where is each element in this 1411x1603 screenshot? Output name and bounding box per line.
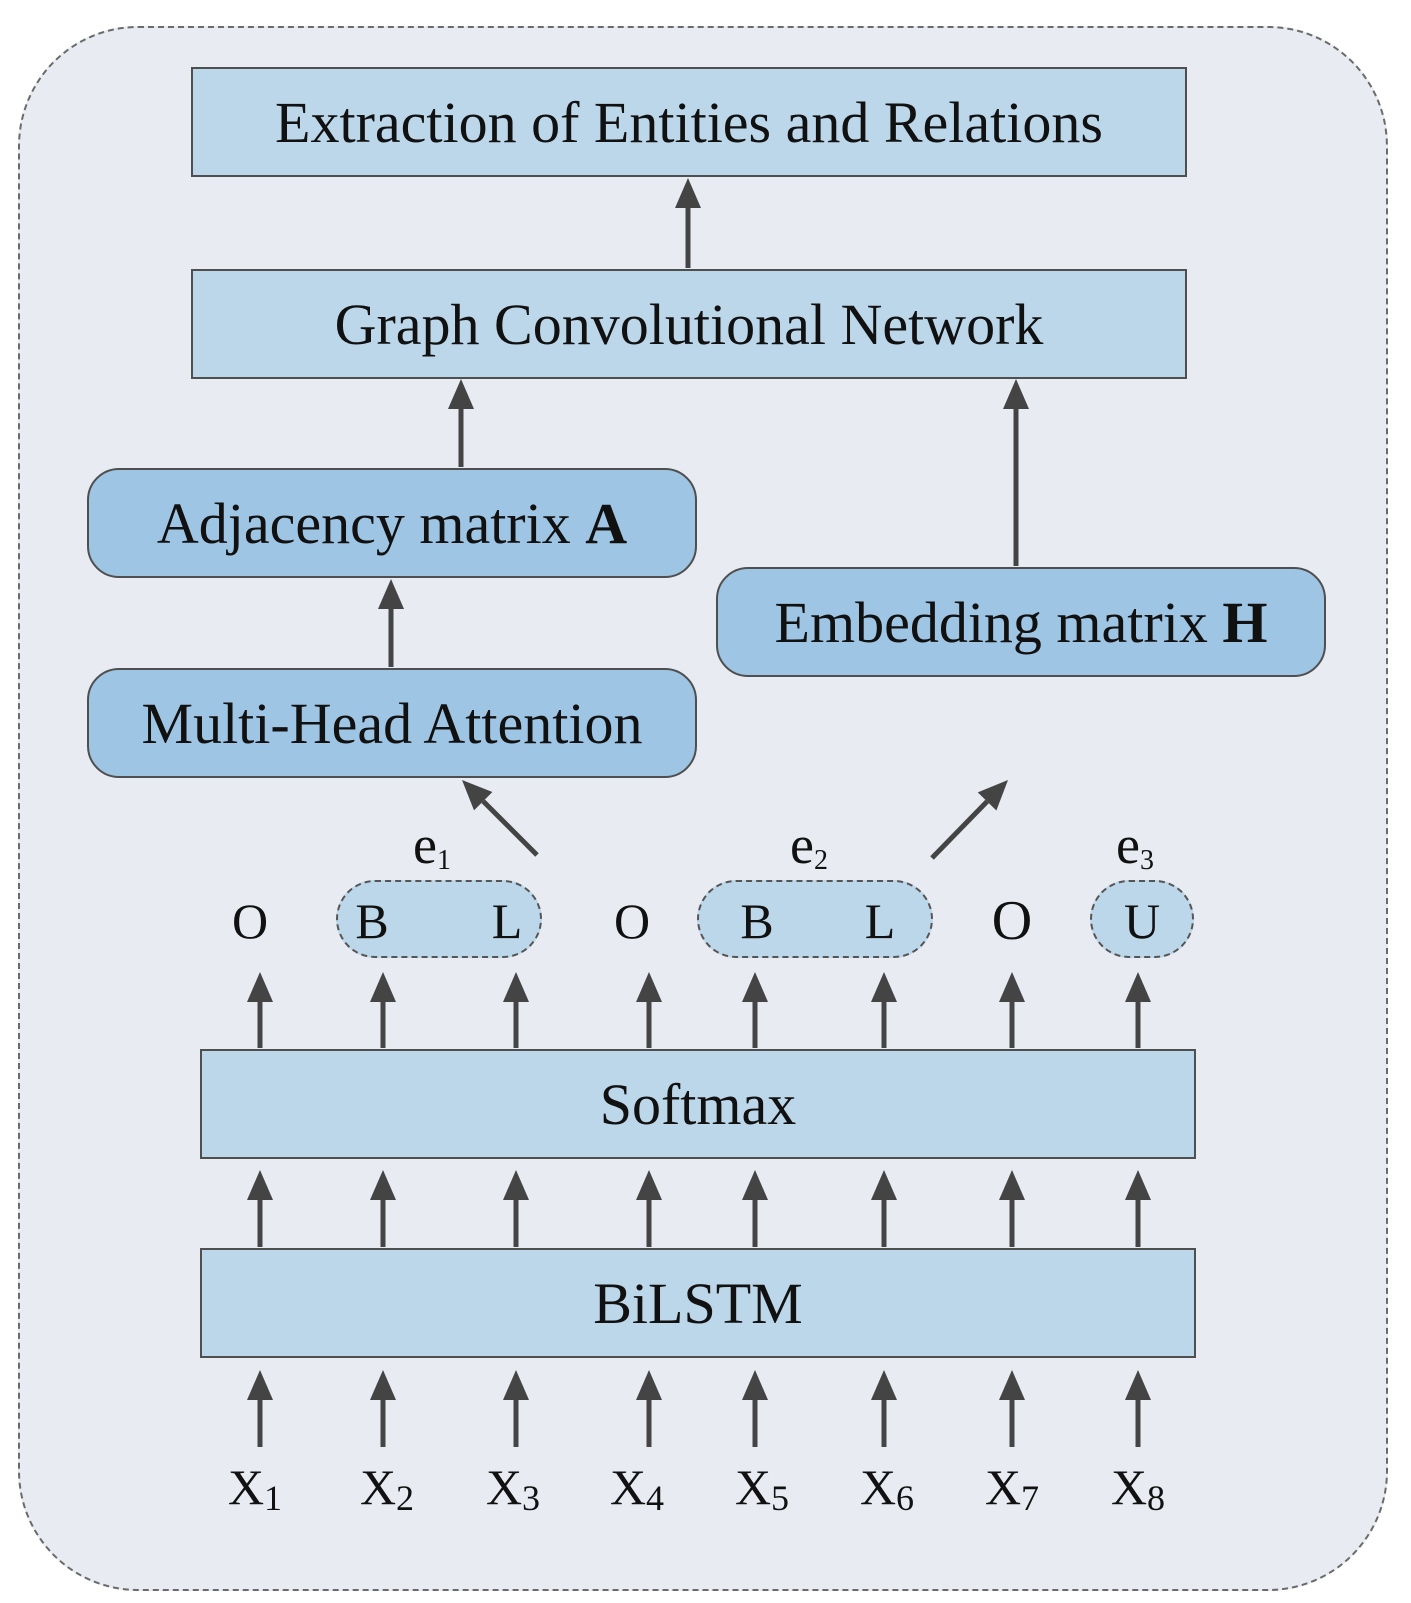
arrow-softmax-to-tag-6 (871, 972, 897, 1048)
input-x3-sub: 3 (522, 1478, 541, 1518)
embedding-matrix-symbol: H (1222, 589, 1268, 655)
tag-8: U (1123, 893, 1161, 949)
adjacency-matrix-label: Adjacency matrix (156, 490, 586, 556)
softmax-box: Softmax (200, 1049, 1196, 1159)
arrow-e2-to-embedding (930, 780, 1008, 860)
input-x4: X4 (610, 1462, 664, 1516)
arrow-softmax-to-tag-8 (1125, 972, 1151, 1048)
bilstm-box: BiLSTM (200, 1248, 1196, 1358)
embedding-matrix-label: Embedding matrix (774, 589, 1223, 655)
arrow-softmax-to-tag-5 (742, 972, 768, 1048)
entity-e3-base: e (1116, 815, 1140, 875)
input-x3: X3 (486, 1462, 540, 1516)
entity-group-e1 (336, 880, 542, 958)
adjacency-matrix-symbol: A (585, 490, 628, 556)
input-x6-sub: 6 (896, 1478, 915, 1518)
input-x7: X7 (985, 1462, 1039, 1516)
input-x8-sub: 8 (1147, 1478, 1166, 1518)
tag-5: B (740, 893, 774, 949)
entity-e2-base: e (790, 815, 814, 875)
arrow-input-to-bilstm-3 (503, 1370, 529, 1447)
softmax-label: Softmax (599, 1071, 797, 1137)
arrow-input-to-bilstm-6 (871, 1370, 897, 1447)
arrow-softmax-to-tag-1 (247, 972, 273, 1048)
gcn-box-label: Graph Convolutional Network (334, 291, 1044, 357)
input-x6-base: X (859, 1459, 897, 1515)
arrow-bilstm-to-softmax-7 (999, 1170, 1025, 1247)
arrow-embedding-to-gcn (1003, 379, 1029, 566)
input-x5: X5 (735, 1462, 789, 1516)
adjacency-matrix-box: Adjacency matrix A (87, 468, 697, 578)
arrow-attention-to-adjacency (378, 579, 404, 667)
arrow-bilstm-to-softmax-2 (370, 1170, 396, 1247)
tag-3: L (491, 893, 523, 949)
entity-label-e1: e1 (413, 818, 451, 875)
arrow-input-to-bilstm-8 (1125, 1370, 1151, 1447)
input-x6: X6 (860, 1462, 914, 1516)
entity-e1-base: e (413, 815, 437, 875)
tag-7: O (991, 890, 1033, 952)
tag-2: B (355, 893, 389, 949)
entity-label-e2: e2 (790, 818, 828, 875)
arrow-bilstm-to-softmax-6 (871, 1170, 897, 1247)
arrow-e1-to-attention (462, 780, 539, 857)
arrow-softmax-to-tag-7 (999, 972, 1025, 1048)
output-box-label: Extraction of Entities and Relations (275, 89, 1103, 155)
arrow-bilstm-to-softmax-1 (247, 1170, 273, 1247)
input-x7-base: X (984, 1459, 1022, 1515)
arrow-bilstm-to-softmax-4 (636, 1170, 662, 1247)
input-x7-sub: 7 (1021, 1478, 1040, 1518)
tag-6: L (864, 893, 896, 949)
input-x4-sub: 4 (646, 1478, 665, 1518)
arrow-input-to-bilstm-2 (370, 1370, 396, 1447)
input-x2: X2 (360, 1462, 414, 1516)
input-x1: X1 (228, 1462, 282, 1516)
input-x4-base: X (609, 1459, 647, 1515)
input-x2-base: X (359, 1459, 397, 1515)
output-box: Extraction of Entities and Relations (191, 67, 1187, 177)
input-x2-sub: 2 (396, 1478, 415, 1518)
entity-e2-sub: 2 (813, 845, 828, 876)
gcn-box: Graph Convolutional Network (191, 269, 1187, 379)
bilstm-label: BiLSTM (593, 1270, 803, 1336)
multi-head-attention-box: Multi-Head Attention (87, 668, 697, 778)
input-x8-base: X (1110, 1459, 1148, 1515)
arrow-bilstm-to-softmax-5 (742, 1170, 768, 1247)
entity-group-e2 (697, 880, 933, 958)
entity-group-e3 (1090, 880, 1194, 958)
entity-e3-sub: 3 (1139, 845, 1154, 876)
tag-1: O (231, 893, 269, 949)
embedding-matrix-box: Embedding matrix H (716, 567, 1326, 677)
arrow-input-to-bilstm-4 (636, 1370, 662, 1447)
arrow-input-to-bilstm-5 (742, 1370, 768, 1447)
arrow-bilstm-to-softmax-8 (1125, 1170, 1151, 1247)
input-x5-sub: 5 (771, 1478, 790, 1518)
input-x1-base: X (227, 1459, 265, 1515)
arrow-gcn-to-output (675, 178, 701, 268)
input-x8: X8 (1111, 1462, 1165, 1516)
entity-label-e3: e3 (1116, 818, 1154, 875)
arrow-input-to-bilstm-1 (247, 1370, 273, 1447)
arrow-softmax-to-tag-2 (370, 972, 396, 1048)
multi-head-attention-label: Multi-Head Attention (141, 690, 643, 756)
arrow-softmax-to-tag-4 (636, 972, 662, 1048)
input-x3-base: X (485, 1459, 523, 1515)
arrow-input-to-bilstm-7 (999, 1370, 1025, 1447)
input-x5-base: X (734, 1459, 772, 1515)
arrow-bilstm-to-softmax-3 (503, 1170, 529, 1247)
entity-e1-sub: 1 (436, 845, 451, 876)
input-x1-sub: 1 (264, 1478, 283, 1518)
arrow-adjacency-to-gcn (448, 379, 474, 467)
tag-4: O (613, 893, 651, 949)
arrow-softmax-to-tag-3 (503, 972, 529, 1048)
